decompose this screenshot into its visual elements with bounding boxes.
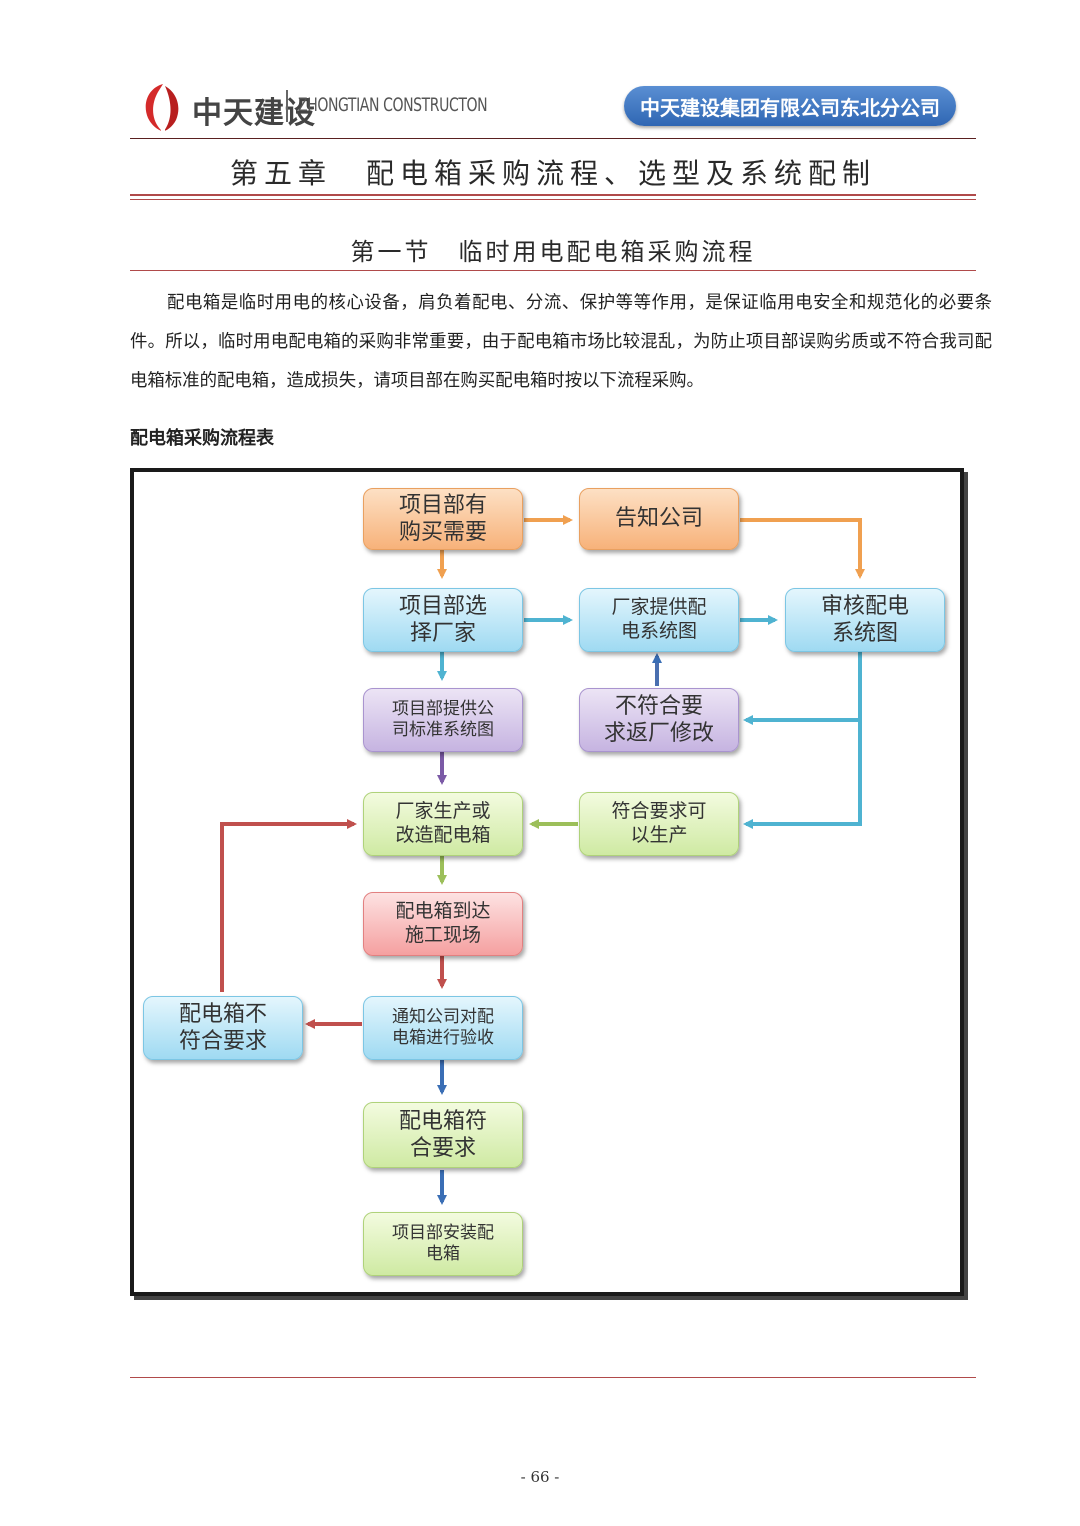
node-approve-produce: 符合要求可 以生产	[579, 792, 739, 856]
company-logo-icon	[145, 84, 179, 131]
table-caption: 配电箱采购流程表	[130, 428, 274, 449]
node-reject-modify: 不符合要 求返厂修改	[579, 688, 739, 752]
node-nonconforming: 配电箱不 符合要求	[143, 996, 303, 1060]
node-notify-company: 告知公司	[579, 488, 739, 550]
node-arrive-site: 配电箱到达 施工现场	[363, 892, 523, 956]
arrow-notify-to-review	[740, 518, 865, 579]
arrow-nonconforming-to-produce	[220, 819, 357, 992]
node-vendor-diagram: 厂家提供配 电系统图	[579, 588, 739, 652]
branch-badge: 中天建设集团有限公司东北分公司	[624, 86, 956, 126]
page-number: - 66 -	[520, 1468, 560, 1486]
section-rule	[130, 270, 976, 271]
arrow-review-to-reject	[743, 648, 862, 725]
chapter-rule-bottom	[130, 199, 976, 200]
node-provide-standard: 项目部提供公 司标准系统图	[363, 688, 523, 752]
arrow-review-to-approve	[743, 720, 862, 829]
logo-separator	[286, 90, 288, 122]
chapter-rule-top	[130, 194, 976, 196]
node-notify-acceptance: 通知公司对配 电箱进行验收	[363, 996, 523, 1060]
company-name-en: ZHONGTIAN CONSTRUCTON	[298, 94, 488, 116]
section-title: 第一节 临时用电配电箱采购流程	[350, 238, 756, 266]
chapter-title: 第五章 配电箱采购流程、选型及系统配制	[229, 157, 876, 190]
footer-rule	[130, 1377, 976, 1378]
node-need: 项目部有 购买需要	[363, 488, 523, 550]
header-rule	[130, 138, 976, 139]
node-conforming: 配电箱符 合要求	[363, 1102, 523, 1168]
intro-paragraph: 配电箱是临时用电的核心设备，肩负着配电、分流、保护等等作用，是保证临用电安全和规…	[130, 293, 992, 391]
flowchart-frame: 项目部有 购买需要 告知公司 项目部选 择厂家 厂家提供配 电系统图 审核配电 …	[130, 468, 964, 1296]
node-select-vendor: 项目部选 择厂家	[363, 588, 523, 652]
node-review-diagram: 审核配电 系统图	[785, 588, 945, 652]
company-name-cn: 中天建设	[192, 96, 316, 131]
flowchart-connectors	[220, 515, 865, 1205]
node-install: 项目部安装配 电箱	[363, 1212, 523, 1276]
node-produce: 厂家生产或 改造配电箱	[363, 792, 523, 856]
